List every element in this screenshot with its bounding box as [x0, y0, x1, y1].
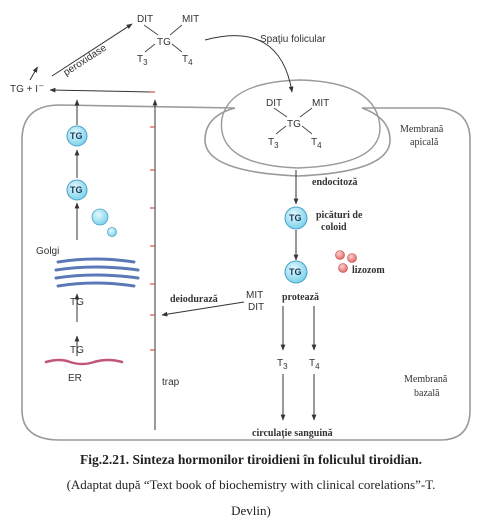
- figure-caption-title: Fig.2.21. Sinteza hormonilor tiroidieni …: [79, 452, 423, 467]
- follicle-dit-label: DIT: [266, 98, 282, 109]
- svg-text:TG: TG: [289, 267, 302, 277]
- lizozom-label: lizozom: [352, 265, 385, 276]
- to-follicle-arrow: [204, 35, 294, 93]
- picaturi-label-line2: coloid: [321, 222, 347, 233]
- top-tg-label: TG: [157, 37, 171, 48]
- endocitoza-label: endocitoză: [312, 177, 358, 188]
- vesicle-large: [91, 208, 109, 226]
- follicular-lumen: [220, 79, 381, 169]
- t4-output-label: T4: [309, 358, 320, 371]
- top-tg-complex: DIT MIT TG T3 T4: [137, 14, 199, 67]
- endoplasmic-reticulum: [44, 358, 124, 366]
- lysosome-3: [338, 263, 348, 273]
- iodide-markers: [150, 91, 155, 351]
- membrana-apicala-line1: Membrană: [400, 124, 444, 135]
- deiodurase-mit-label: MIT: [246, 290, 263, 301]
- peroxidase-label: peroxidase: [62, 42, 109, 78]
- top-t3-label: T3: [137, 54, 148, 67]
- follicle-t3-label: T3: [268, 137, 279, 150]
- figure-caption-source-line1: (Adaptat după “Text book of biochemistry…: [66, 477, 436, 492]
- picaturi-label-line1: picături de: [316, 210, 363, 221]
- figure-caption-source-line2: Devlin): [231, 503, 271, 518]
- t3-output-label: T3: [277, 358, 288, 371]
- membrana-bazala-line1: Membrană: [404, 374, 448, 385]
- follicle-tg-complex: DIT MIT TG T3 T4: [266, 98, 329, 150]
- tg-plus-iodide-label: TG + I–: [10, 81, 44, 95]
- lysosome-1: [335, 250, 345, 260]
- follicle-mit-label: MIT: [312, 98, 329, 109]
- svg-text:TG: TG: [289, 213, 302, 223]
- tg-node-upper: TG: [66, 125, 88, 147]
- membrana-apicala-line2: apicală: [410, 137, 439, 148]
- er-tg-label-upper: TG: [70, 297, 84, 308]
- lysosome-2: [347, 253, 357, 263]
- svg-text:TG: TG: [70, 131, 83, 141]
- peroxidase-arrow: [51, 23, 133, 77]
- cell-membrane-outline: [21, 104, 471, 441]
- follicle-t4-label: T4: [311, 137, 322, 150]
- top-dit-label: DIT: [137, 14, 153, 25]
- circulatie-sanguina-label: circulaţie sanguină: [252, 428, 333, 439]
- vesicle-small: [107, 227, 117, 237]
- trap-label: trap: [162, 377, 180, 388]
- top-mit-label: MIT: [182, 14, 199, 25]
- deiodurase-dit-label: DIT: [248, 302, 264, 313]
- membrana-bazala-line2: bazală: [414, 388, 440, 399]
- tg-to-top-arrow: [29, 66, 38, 81]
- er-label: ER: [68, 373, 82, 384]
- top-t4-label: T4: [182, 54, 193, 67]
- tg-node-lower: TG: [66, 179, 88, 201]
- svg-text:TG: TG: [70, 185, 83, 195]
- er-tg-label-lower: TG: [70, 345, 84, 356]
- deiodurasa-label: deiodurază: [170, 294, 218, 305]
- deiodurase-arrow: [161, 301, 245, 317]
- phagolysosome-node: TG: [284, 260, 308, 284]
- colloid-droplet-node: TG: [284, 206, 308, 230]
- golgi-label: Golgi: [36, 246, 59, 257]
- follicle-tg-label: TG: [287, 119, 301, 130]
- iodide-to-tg-arrow: [49, 87, 151, 93]
- spatiu-folicular-label: Spaţiu folicular: [260, 34, 326, 45]
- golgi-apparatus: [54, 257, 140, 288]
- proteaza-label: protează: [282, 292, 319, 303]
